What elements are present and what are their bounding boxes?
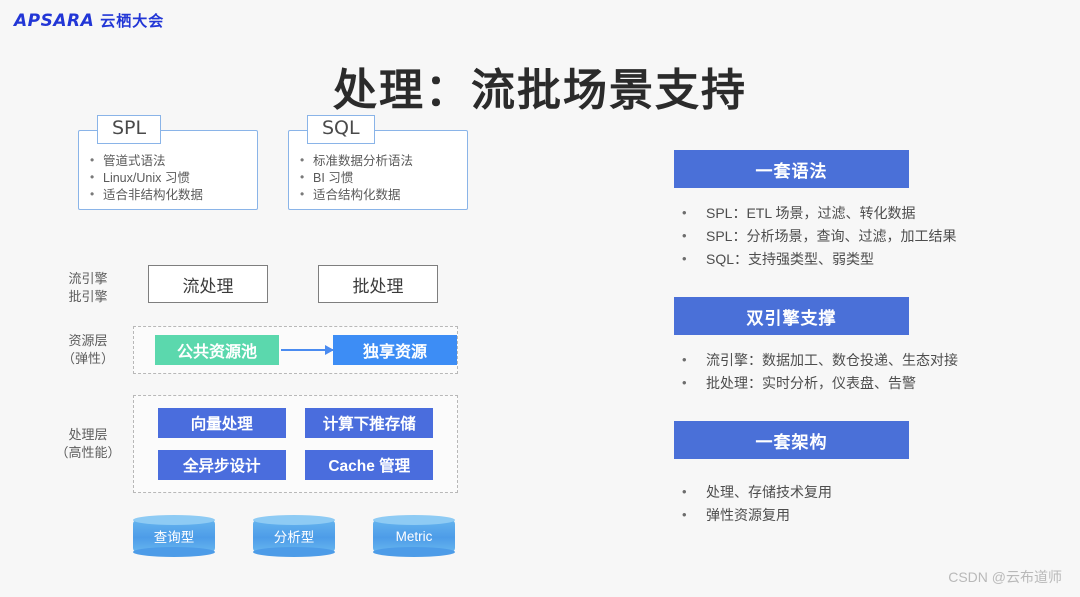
- list-item: SQL：支持强类型、弱类型: [674, 247, 1054, 271]
- row-label-processing: 处理层 （高性能）: [55, 427, 121, 460]
- engine-boxes: 流处理 批处理: [148, 265, 438, 303]
- list-item: 流引擎：数据加工、数仓投递、生态对接: [674, 348, 1054, 372]
- list-item: 标准数据分析语法: [299, 152, 467, 170]
- language-card-spl: SPL 管道式语法 Linux/Unix 习惯 适合非结构化数据: [78, 115, 258, 210]
- language-card-sql-list: 标准数据分析语法 BI 习惯 适合结构化数据: [299, 152, 467, 204]
- language-card-sql: SQL 标准数据分析语法 BI 习惯 适合结构化数据: [288, 115, 468, 210]
- engine-box-batch: 批处理: [318, 265, 438, 303]
- list-item: 弹性资源复用: [674, 503, 1054, 527]
- list-item: SPL：ETL 场景，过滤、转化数据: [674, 201, 1054, 225]
- language-card-sql-tab: SQL: [307, 115, 375, 144]
- processing-layer-panel: 向量处理 计算下推存储 全异步设计 Cache 管理: [133, 395, 458, 493]
- logo-text-cn: 云栖大会: [100, 13, 165, 30]
- database-cylinder-icon-query: 查询型: [133, 515, 215, 557]
- list-item: 管道式语法: [89, 152, 257, 170]
- list-item: SPL：分析场景，查询、过滤，加工结果: [674, 224, 1054, 248]
- storage-cylinders: 查询型 分析型 Metric: [133, 515, 455, 557]
- database-cylinder-icon-analysis: 分析型: [253, 515, 335, 557]
- resource-pool-box: 公共资源池: [155, 335, 279, 365]
- database-cylinder-icon-metric: Metric: [373, 515, 455, 557]
- processing-box-async: 全异步设计: [157, 450, 286, 481]
- section-dual-engine-list: 流引擎：数据加工、数仓投递、生态对接 批处理：实时分析，仪表盘、告警: [674, 348, 1054, 395]
- resource-layer-inner: 公共资源池 独享资源: [134, 327, 457, 373]
- list-item: 适合结构化数据: [299, 186, 467, 204]
- cylinder-label: Metric: [395, 528, 433, 544]
- section-architecture-heading: 一套架构: [674, 421, 909, 459]
- apsara-logo: APSARA 云栖大会: [14, 10, 164, 31]
- section-syntax-heading: 一套语法: [674, 150, 909, 188]
- flow-arrow-icon: [281, 345, 334, 355]
- section-architecture-list: 处理、存储技术复用 弹性资源复用: [674, 480, 1054, 527]
- list-item: 处理、存储技术复用: [674, 480, 1054, 504]
- engine-box-stream: 流处理: [148, 265, 268, 303]
- section-architecture: 一套架构 处理、存储技术复用 弹性资源复用: [674, 421, 1054, 527]
- right-panel: 一套语法 SPL：ETL 场景，过滤、转化数据 SPL：分析场景，查询、过滤，加…: [674, 150, 1054, 545]
- cylinder-label: 查询型: [153, 530, 195, 545]
- language-card-spl-tab: SPL: [97, 115, 162, 144]
- list-item: 适合非结构化数据: [89, 186, 257, 204]
- cylinder-label: 分析型: [273, 530, 315, 545]
- section-dual-engine-heading: 双引擎支撑: [674, 297, 909, 335]
- processing-box-vector: 向量处理: [157, 407, 286, 438]
- language-card-spl-list: 管道式语法 Linux/Unix 习惯 适合非结构化数据: [89, 152, 257, 204]
- list-item: Linux/Unix 习惯: [89, 169, 257, 187]
- row-label-resource: 资源层 （弹性）: [61, 333, 114, 366]
- section-syntax: 一套语法 SPL：ETL 场景，过滤、转化数据 SPL：分析场景，查询、过滤，加…: [674, 150, 1054, 271]
- row-label-engines: 流引擎 批引擎: [68, 271, 108, 304]
- watermark: CSDN @云布道师: [948, 569, 1062, 585]
- processing-box-pushdown: 计算下推存储: [305, 407, 434, 438]
- list-item: BI 习惯: [299, 169, 467, 187]
- logo-text-en: APSARA: [14, 10, 95, 31]
- resource-layer-panel: 公共资源池 独享资源: [133, 326, 458, 374]
- processing-layer-grid: 向量处理 计算下推存储 全异步设计 Cache 管理: [134, 396, 457, 492]
- dedicated-resource-box: 独享资源: [333, 335, 457, 365]
- language-cards: SPL 管道式语法 Linux/Unix 习惯 适合非结构化数据 SQL 标准数…: [78, 115, 468, 210]
- section-dual-engine: 双引擎支撑 流引擎：数据加工、数仓投递、生态对接 批处理：实时分析，仪表盘、告警: [674, 297, 1054, 395]
- processing-box-cache: Cache 管理: [305, 450, 434, 481]
- section-syntax-list: SPL：ETL 场景，过滤、转化数据 SPL：分析场景，查询、过滤，加工结果 S…: [674, 201, 1054, 271]
- list-item: 批处理：实时分析，仪表盘、告警: [674, 371, 1054, 395]
- page-title: 处理：流批场景支持: [333, 66, 747, 115]
